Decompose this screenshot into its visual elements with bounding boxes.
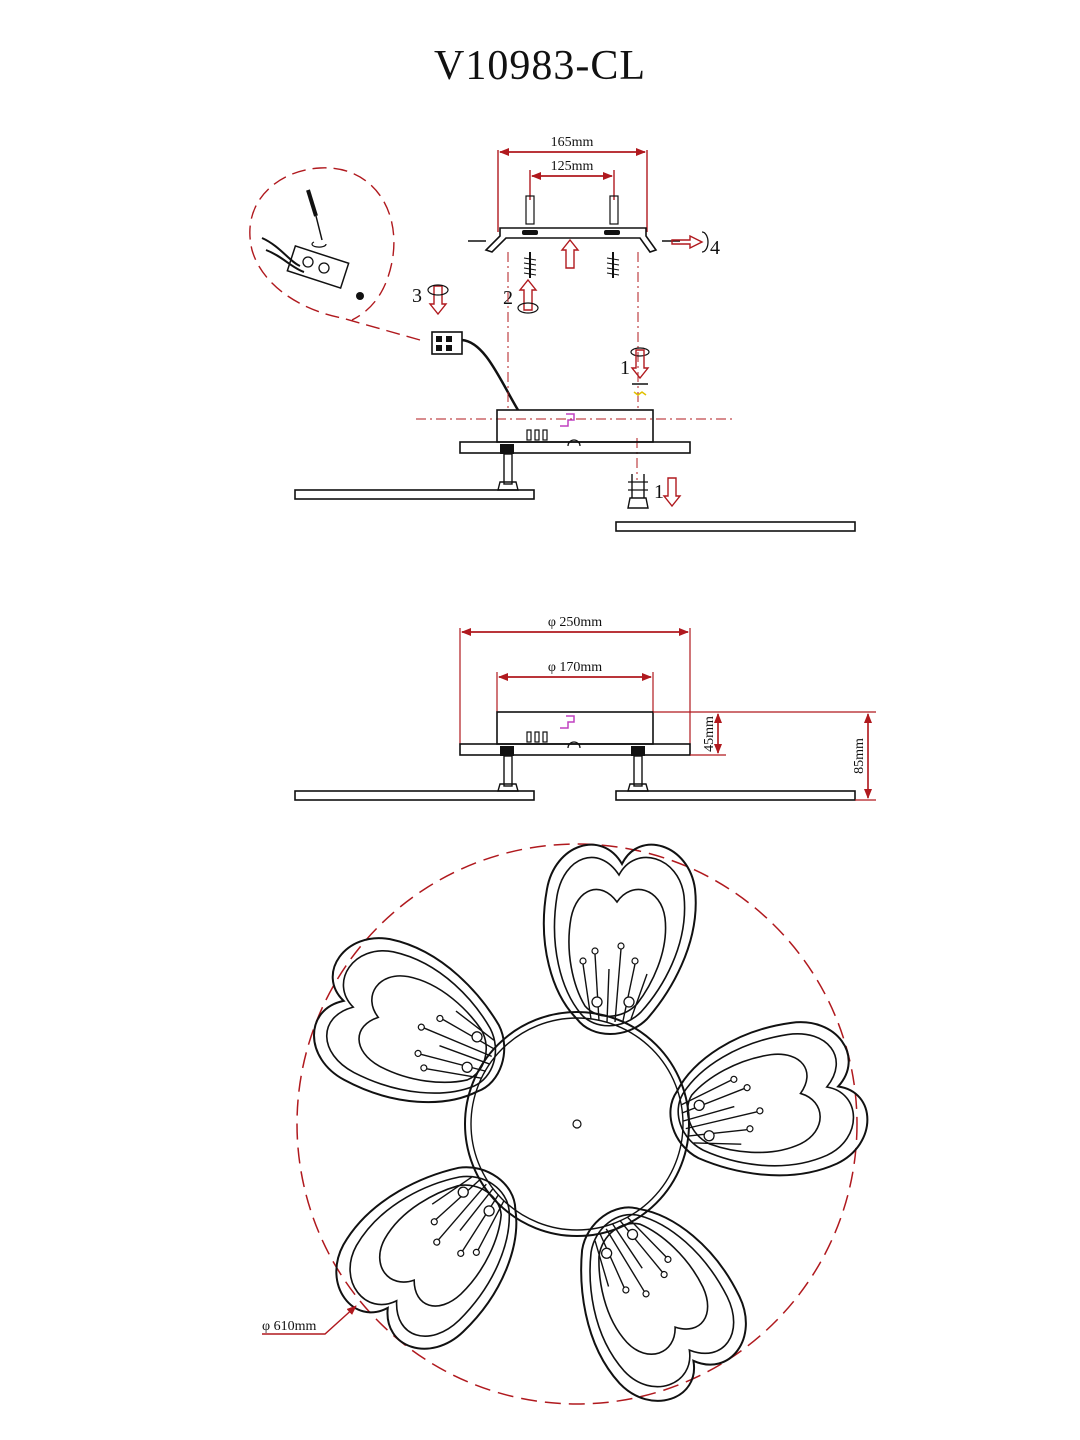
top-view-flower [296,843,881,1421]
dim-plate-width: 165mm [497,135,648,232]
step-1-upper-callout: 1 [620,347,650,396]
dim-hole-spacing: 125mm [529,159,615,200]
dim-body-diameter: φ 170mm [496,660,654,712]
step-4-label: 4 [710,237,720,259]
step-3-label: 3 [412,285,422,307]
step-1-upper-label: 1 [620,357,630,379]
step-4-callout: 4 [671,231,720,259]
canopy-diameter-label: φ 250mm [548,615,602,630]
dim-canopy-diameter: φ 250mm [459,615,691,745]
terminal-block [431,331,520,411]
dim-overall-diameter: φ 610mm [262,1305,357,1335]
overall-diameter-label: φ 610mm [262,1319,316,1334]
step-1-lower-label: 1 [654,481,664,503]
total-height-label: 85mm [852,738,867,774]
dim-total-height: 85mm [726,711,876,801]
dim-body-height: 45mm [653,711,726,756]
side-view-fixture [294,711,856,801]
alignment-guides [416,252,735,480]
step-1-lower-callout: 1 [615,474,856,532]
hole-spacing-label: 125mm [551,159,594,174]
body-diameter-label: φ 170mm [548,660,602,675]
body-height-label: 45mm [702,716,717,752]
canopy-body-exploded [294,409,691,500]
step-3-callout: 3 [412,284,449,316]
detail-bubble [249,167,421,341]
mounting-bracket [468,195,680,278]
model-title: V10983-CL [434,43,646,89]
plate-width-label: 165mm [551,135,594,150]
